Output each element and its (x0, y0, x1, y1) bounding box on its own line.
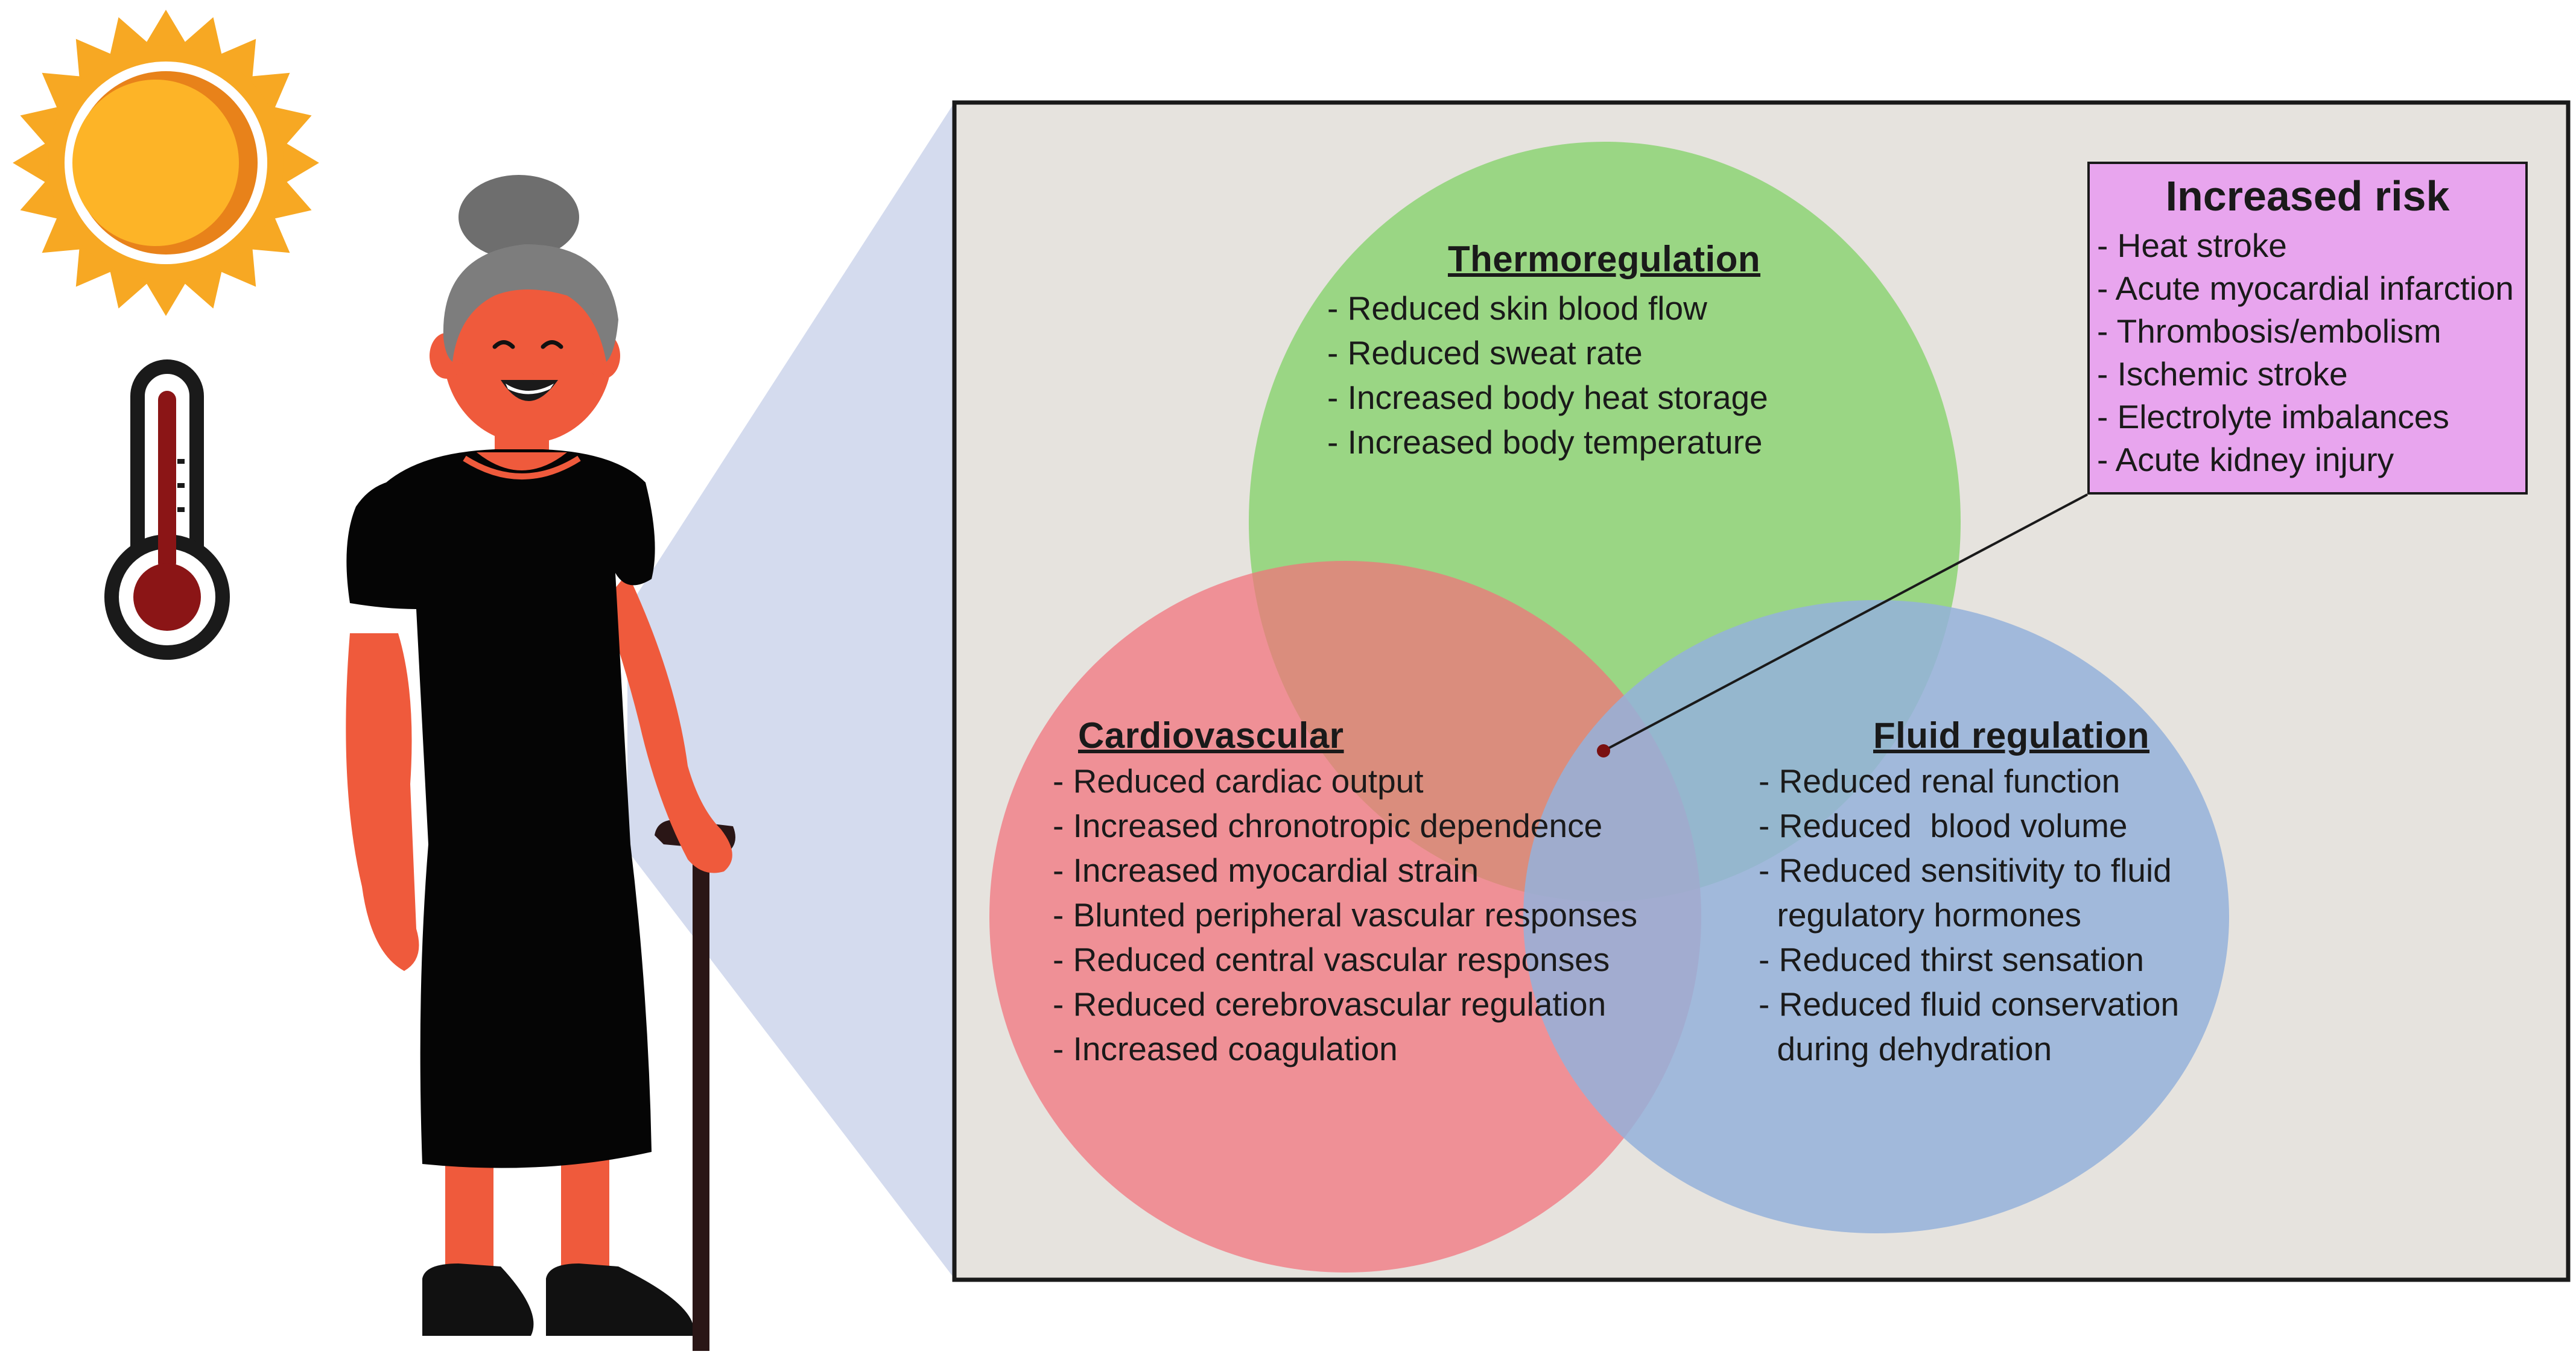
list-item: - Reduced thirst sensation (1759, 941, 2144, 978)
list-item: - Increased body temperature (1327, 423, 1763, 461)
list-item: - Thrombosis/embolism (2097, 312, 2441, 350)
thermometer-icon (104, 359, 230, 660)
list-item: - Reduced central vascular responses (1053, 941, 1610, 978)
list-item: - Ischemic stroke (2097, 355, 2348, 393)
list-item: - Acute myocardial infarction (2097, 270, 2514, 307)
elderly-woman-with-cane (346, 175, 735, 1351)
list-item: - Reduced sensitivity to fluid (1759, 852, 2172, 889)
list-item: - Electrolyte imbalances (2097, 398, 2449, 435)
list-item: - Reduced sweat rate (1327, 334, 1643, 372)
increased-risk-box: Increased risk - Heat stroke - Acute myo… (2087, 162, 2528, 495)
list-item: - Increased body heat storage (1327, 379, 1768, 416)
cardiovascular-list: - Reduced cardiac output - Increased chr… (1053, 759, 1637, 1071)
list-item: - Increased myocardial strain (1053, 852, 1479, 889)
list-item: - Increased chronotropic dependence (1053, 807, 1603, 844)
list-item: - Blunted peripheral vascular responses (1053, 896, 1638, 934)
projection-wedge (627, 103, 954, 1279)
list-item: regulatory hormones (1759, 896, 2081, 934)
fluid-regulation-section: Fluid regulation - Reduced renal functio… (1759, 715, 2179, 1071)
fluid-regulation-list: - Reduced renal function - Reduced blood… (1759, 759, 2179, 1071)
increased-risk-title: Increased risk (2165, 172, 2450, 220)
list-item: - Reduced cerebrovascular regulation (1053, 985, 1607, 1023)
cardiovascular-title: Cardiovascular (1078, 715, 1344, 756)
list-item: during dehydration (1759, 1030, 2052, 1067)
thermoregulation-section: Thermoregulation - Reduced skin blood fl… (1327, 238, 1768, 464)
list-item: - Reduced skin blood flow (1327, 289, 1707, 327)
thermoregulation-title: Thermoregulation (1448, 239, 1761, 279)
list-item: - Reduced blood volume (1759, 807, 2128, 844)
cardiovascular-circle (989, 561, 1701, 1273)
list-item: - Increased coagulation (1053, 1030, 1398, 1067)
list-item: - Reduced fluid conservation (1759, 985, 2180, 1023)
thermoregulation-list: - Reduced skin blood flow - Reduced swea… (1327, 286, 1768, 464)
list-item: - Heat stroke (2097, 227, 2287, 264)
increased-risk-list: - Heat stroke - Acute myocardial infarct… (2097, 224, 2514, 481)
cardiovascular-section: Cardiovascular - Reduced cardiac output … (1053, 715, 1637, 1071)
fluid-regulation-title: Fluid regulation (1873, 715, 2149, 756)
intersection-dot (1597, 744, 1610, 757)
list-item: - Acute kidney injury (2097, 441, 2394, 478)
list-item: - Reduced renal function (1759, 762, 2121, 800)
risk-connector-line (1603, 493, 2088, 752)
sun-icon (13, 10, 319, 316)
list-item: - Reduced cardiac output (1053, 762, 1424, 800)
fluid-regulation-circle (1523, 600, 2229, 1233)
